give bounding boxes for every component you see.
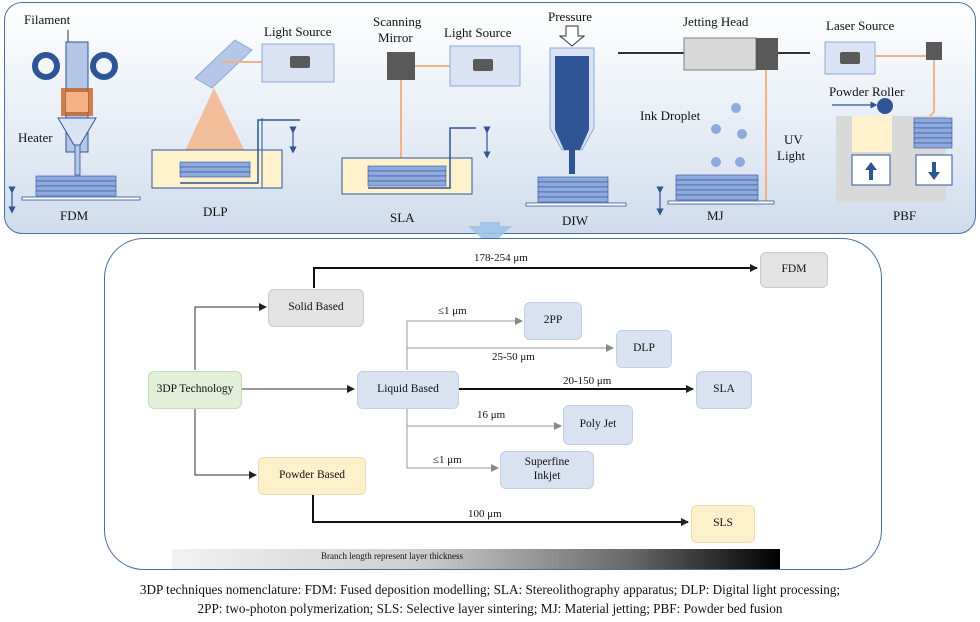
- node-fdm: FDM: [760, 252, 828, 288]
- thickness-sls: 100 μm: [468, 508, 502, 520]
- fdm-illustration: [8, 30, 141, 214]
- thickness-dlp: 25-50 μm: [492, 351, 535, 363]
- gradient-bar-label: Branch length represent layer thickness: [321, 551, 463, 561]
- node-sla: SLA: [696, 371, 752, 409]
- printing-methods-illustration: [8, 25, 953, 240]
- pbf-illustration: [824, 41, 953, 202]
- caption-line-2: 2PP: two-photon polymerization; SLS: Sel…: [197, 601, 783, 616]
- sla-illustration: [341, 45, 521, 195]
- label-light: Light: [777, 148, 806, 163]
- label-fdm: FDM: [60, 208, 89, 223]
- caption-line-1: 3DP techniques nomenclature: FDM: Fused …: [139, 582, 841, 597]
- down-arrow: [468, 222, 512, 240]
- label-laser-source: Laser Source: [826, 18, 895, 33]
- label-dlp: DLP: [203, 204, 228, 219]
- node-powder-based: Powder Based: [258, 457, 366, 495]
- label-filament: Filament: [24, 12, 71, 27]
- node-sls: SLS: [691, 505, 755, 543]
- node-3dp-technology: 3DP Technology: [148, 371, 242, 409]
- label-uv: UV: [784, 132, 803, 147]
- mj-illustration: [618, 37, 810, 216]
- node-dlp: DLP: [616, 330, 672, 368]
- figure-caption: 3DP techniques nomenclature: FDM: Fused …: [0, 580, 980, 618]
- label-scanning: Scanning: [373, 14, 422, 29]
- thickness-poly-jet: 16 μm: [477, 409, 506, 421]
- thickness-2pp: ≤1 μm: [438, 305, 467, 317]
- thickness-gradient-bar: [172, 549, 780, 569]
- node-superfine-inkjet: Superfine Inkjet: [500, 451, 594, 489]
- label-ink-droplet: Ink Droplet: [640, 108, 701, 123]
- technology-tree-connectors: [194, 264, 758, 526]
- label-powder-roller: Powder Roller: [829, 84, 905, 99]
- label-diw: DIW: [562, 213, 588, 228]
- label-heater: Heater: [18, 130, 53, 145]
- diw-illustration: [525, 25, 627, 207]
- printing-methods-panel: [4, 2, 976, 234]
- thickness-sla: 20-150 μm: [563, 375, 612, 387]
- label-light-source-sla: Light Source: [444, 25, 512, 40]
- label-pbf: PBF: [893, 208, 917, 223]
- label-jetting-head: Jetting Head: [683, 14, 749, 29]
- node-liquid-based: Liquid Based: [357, 371, 459, 409]
- node-solid-based: Solid Based: [268, 289, 364, 327]
- node-poly-jet: Poly Jet: [563, 405, 633, 445]
- thickness-fdm: 178-254 μm: [474, 252, 528, 264]
- label-sla: SLA: [390, 210, 415, 225]
- dlp-illustration: [151, 39, 335, 189]
- label-pressure: Pressure: [548, 9, 593, 24]
- label-mj: MJ: [707, 208, 724, 223]
- label-mirror: Mirror: [378, 30, 413, 45]
- node-2pp: 2PP: [524, 302, 582, 340]
- thickness-superfine-inkjet: ≤1 μm: [433, 454, 462, 466]
- label-light-source-dlp: Light Source: [264, 24, 332, 39]
